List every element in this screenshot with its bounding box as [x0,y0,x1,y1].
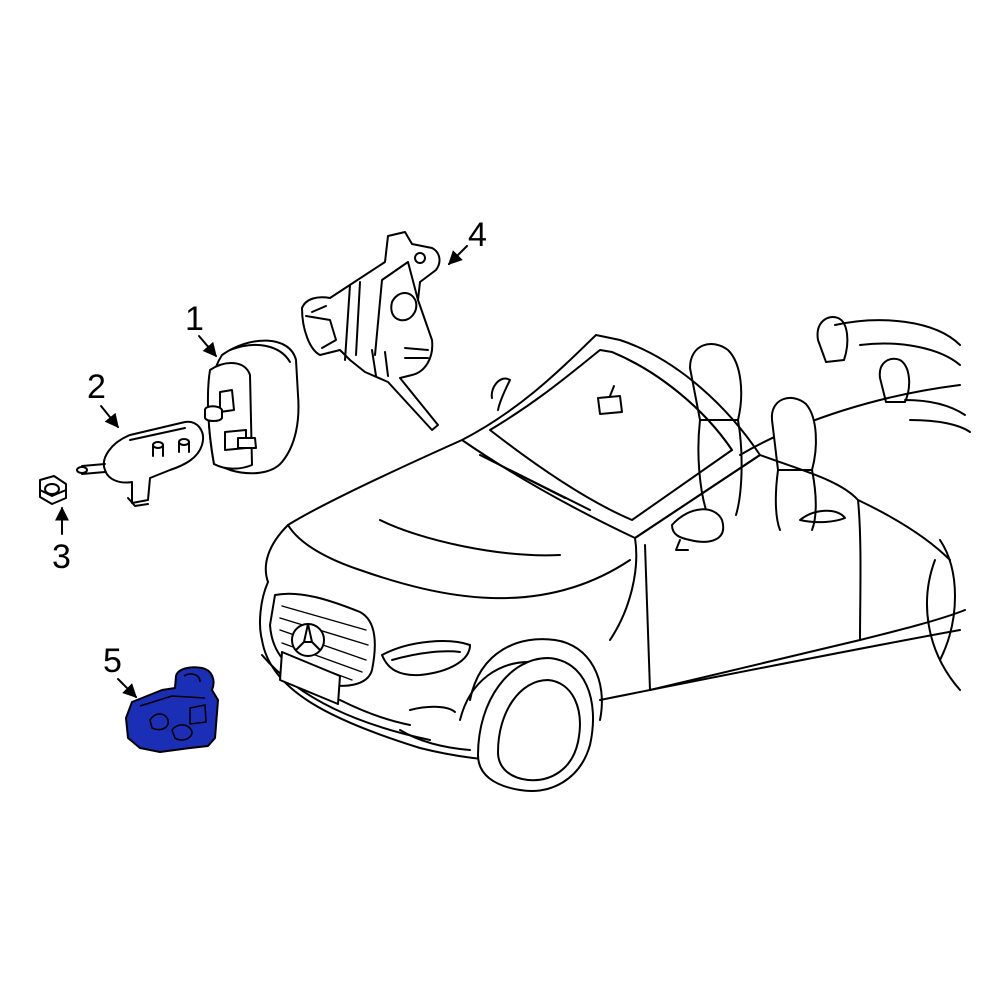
callout-label-5: 5 [103,642,122,680]
car-illustration [259,316,971,792]
horn-part [204,339,300,475]
callout-3: 3 [52,506,71,576]
module-detail [139,673,207,741]
callout-label-4: 4 [468,216,487,254]
module-body [125,666,219,753]
callout-label-1: 1 [185,300,204,338]
mounting-bracket-part [76,420,204,507]
callout-label-2: 2 [87,368,106,406]
nut-part [39,475,67,505]
callout-4: 4 [448,216,487,265]
callout-1: 1 [185,300,217,358]
support-bracket-part [301,231,441,431]
callout-label-3: 3 [52,538,71,576]
callout-5: 5 [103,642,137,698]
control-module-part [125,666,219,753]
callout-2: 2 [87,368,119,429]
